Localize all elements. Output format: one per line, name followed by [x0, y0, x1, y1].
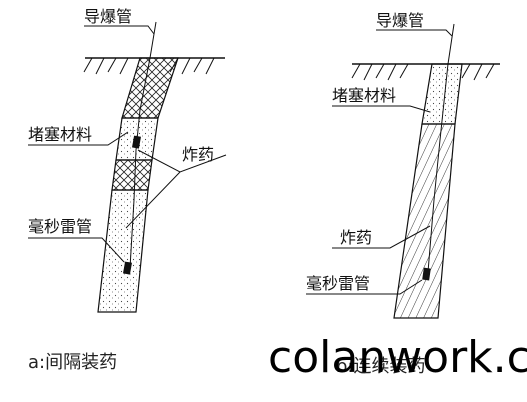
right-ms-detonator-label: 毫秒雷管 [306, 274, 370, 293]
watermark: colanwork.c [268, 332, 527, 383]
left-lower-detonator [123, 261, 132, 275]
left-ms-leader [28, 237, 125, 263]
right-ground-line [351, 63, 500, 81]
left-detonator-wire [129, 21, 157, 269]
right-tube-label: 导爆管 [376, 11, 424, 30]
left-diagram: 导爆管 堵塞材料 炸药 毫秒雷管 a:间隔装药 [28, 7, 227, 373]
left-upper-detonator [132, 135, 141, 149]
left-stemming-leader [28, 131, 129, 146]
right-stemming-label: 堵塞材料 [332, 86, 396, 105]
right-diagram: 导爆管 堵塞材料 炸药 毫秒雷管 b:连续装药 [306, 11, 500, 377]
right-caption: b:连续装药 [336, 356, 426, 377]
right-detonator-wire [427, 23, 455, 273]
left-lower-explosive [97, 189, 149, 313]
left-stemming-label: 堵塞材料 [28, 125, 92, 144]
right-explosive [393, 123, 456, 319]
right-stemming [421, 63, 463, 125]
left-ms-detonator-label: 毫秒雷管 [28, 217, 92, 236]
right-explosive-leader [332, 225, 431, 249]
right-tube-leader [376, 29, 453, 37]
right-explosive-label: 炸药 [340, 228, 372, 247]
left-upper-stemming [121, 57, 179, 119]
left-tube-label: 导爆管 [84, 7, 132, 26]
right-stemming-leader [332, 105, 431, 113]
left-explosive-leader-b [125, 171, 181, 229]
left-explosive-label: 炸药 [182, 145, 214, 164]
right-detonator [422, 267, 431, 281]
left-tube-leader [84, 25, 155, 35]
left-caption: a:间隔装药 [28, 352, 117, 373]
right-ms-leader [306, 279, 423, 295]
left-middle-stemming [111, 159, 153, 191]
